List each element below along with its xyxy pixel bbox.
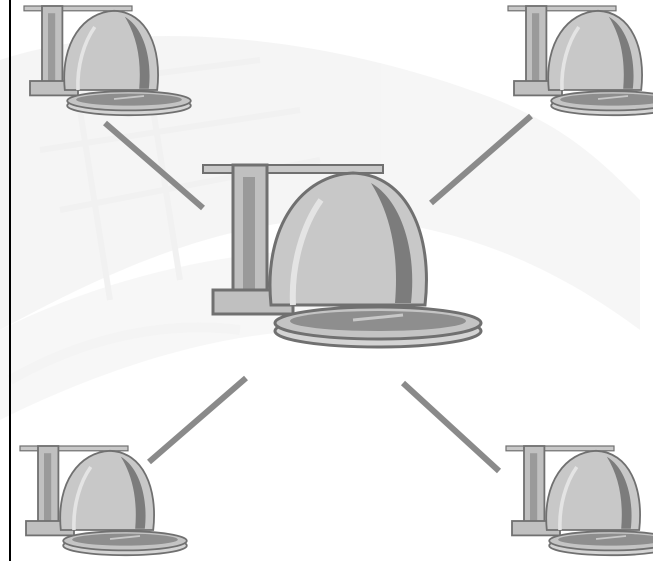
connector-line-bottom-right xyxy=(400,380,502,474)
spoke-device-top-right-icon xyxy=(506,4,653,118)
connector-line-top-right xyxy=(429,113,533,206)
connector-line-bottom-left xyxy=(147,375,248,465)
connector-line-top-left xyxy=(103,120,205,211)
spoke-device-bottom-right-icon xyxy=(504,444,653,558)
spoke-device-bottom-left-icon xyxy=(18,444,189,558)
